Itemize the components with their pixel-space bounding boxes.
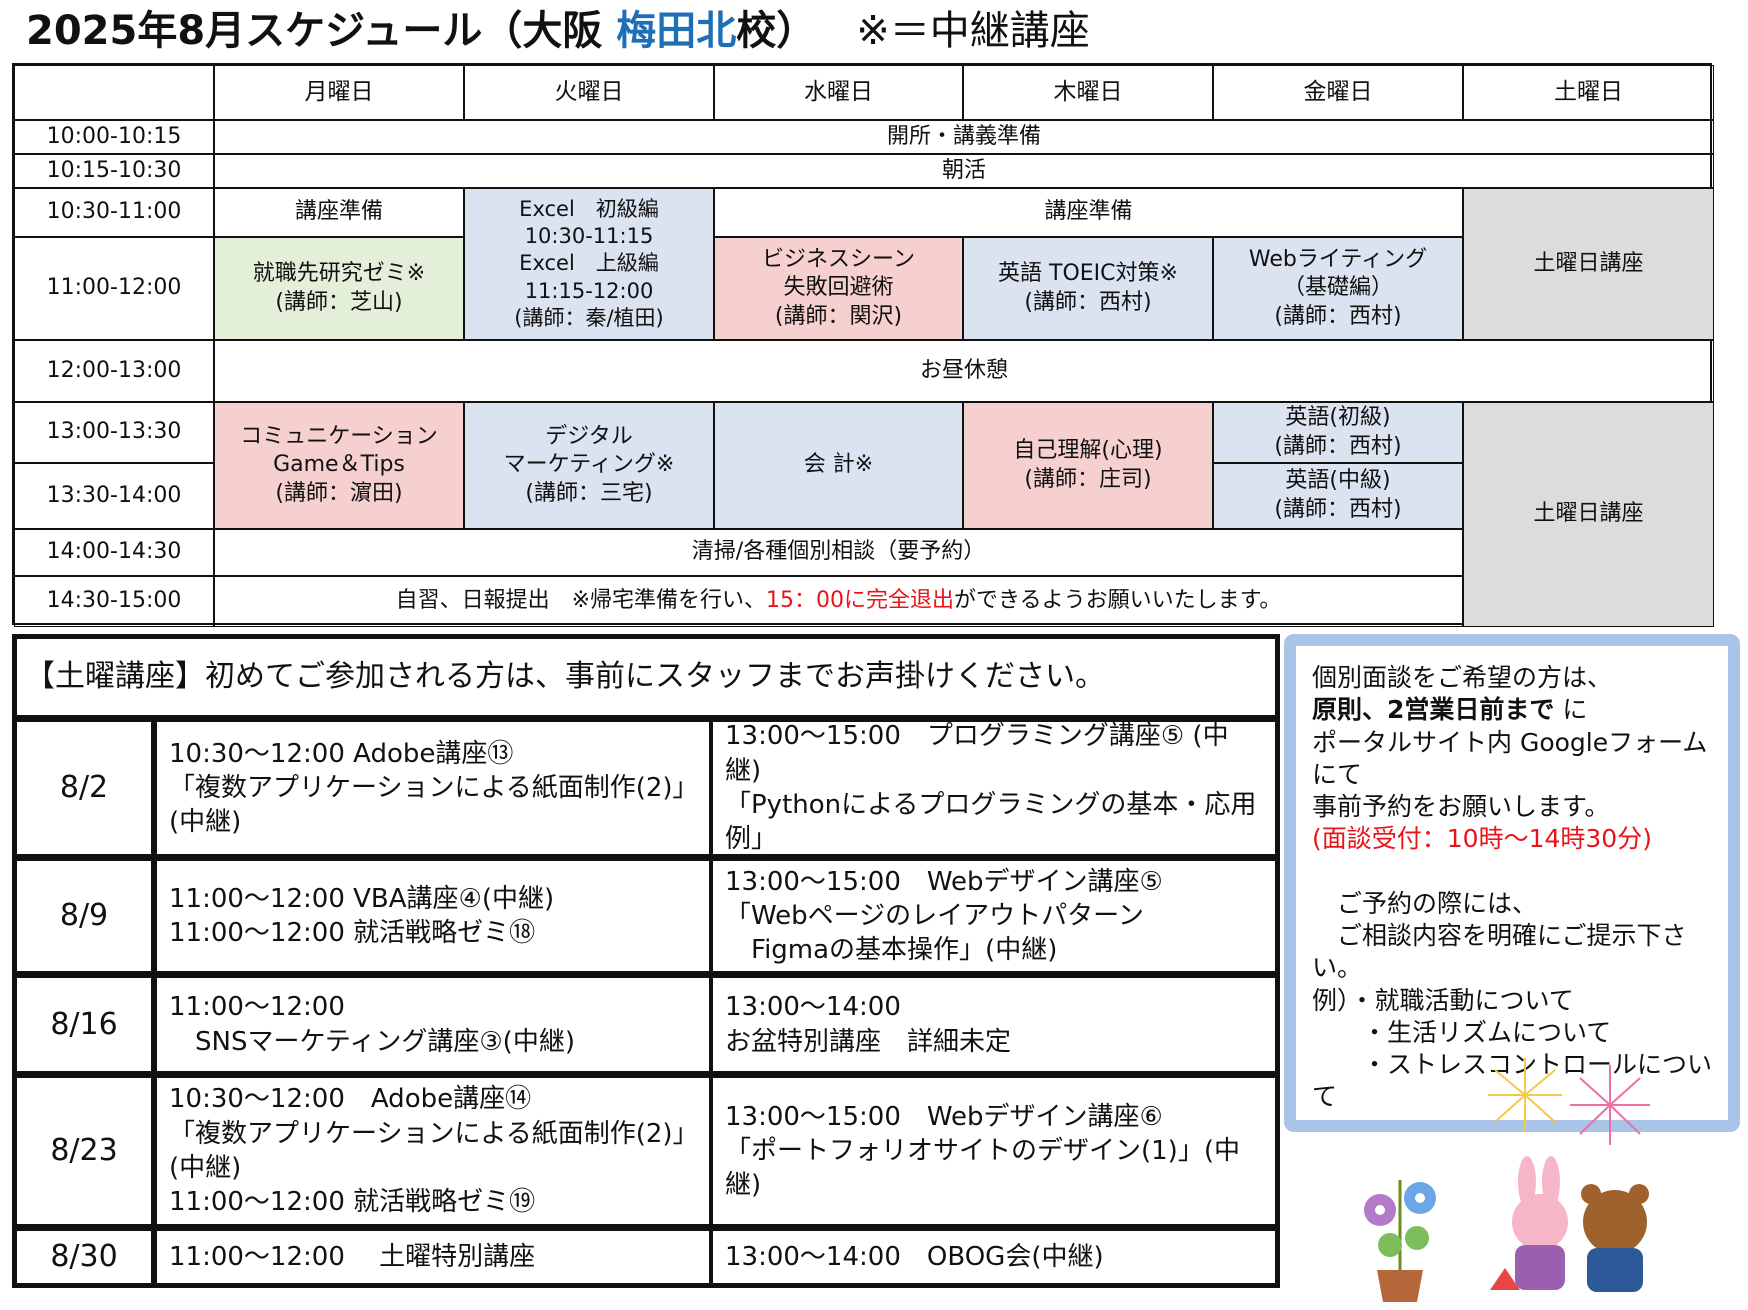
time-slot: 10:30-11:00 — [14, 188, 214, 237]
day-header: 火曜日 — [464, 65, 714, 120]
saturday-intro: 【土曜講座】初めてご参加される方は、事前にスタッフまでお声掛けください。 — [15, 637, 1277, 720]
saturday-am-lecture: 10:30～12:00 Adobe講座⑭ 「複数アプリケーションによる紙面制作(… — [155, 1076, 711, 1229]
closing-red-text: 15：00に完全退出 — [766, 588, 955, 614]
fri-course-cell: Webライティング （基礎編） (講師：西村) — [1213, 237, 1463, 340]
saturday-date: 8/30 — [15, 1229, 155, 1285]
day-header: 水曜日 — [714, 65, 963, 120]
rabbit-bear-illustration — [1490, 1156, 1649, 1292]
wed-fri-prep-cell: 講座準備 — [714, 188, 1463, 237]
closing-text: 自習、日報提出 ※帰宅準備を行い、 — [395, 588, 767, 614]
fireworks-illustration — [1488, 1058, 1650, 1145]
page-title: 2025年8月スケジュール（大阪 梅田北校） ※＝中継講座 — [26, 6, 1090, 56]
saturday-date: 8/2 — [15, 720, 155, 859]
day-header: 木曜日 — [963, 65, 1213, 120]
saturday-am-lecture: 11:00～12:00 VBA講座④(中継) 11:00～12:00 就活戦略ゼ… — [155, 859, 711, 976]
fri-pm-course-cell-1: 英語(初級) (講師：西村) — [1213, 402, 1463, 463]
mon-prep-cell: 講座準備 — [214, 188, 464, 237]
info-line-1: 個別面談をご希望の方は、 — [1312, 663, 1613, 692]
thu-pm-course-cell: 自己理解(心理) (講師：庄司) — [963, 402, 1213, 529]
closing-text-end: ができるようお願いいたします。 — [954, 588, 1282, 614]
mon-pm-course-cell: コミュニケーション Game＆Tips (講師：濵田) — [214, 402, 464, 529]
time-slot: 13:00-13:30 — [14, 402, 214, 463]
day-header: 土曜日 — [1463, 65, 1714, 120]
tue-pm-course-cell: デジタル マーケティング※ (講師：三宅) — [464, 402, 714, 529]
saturday-pm-lecture: 13:00～14:00 OBOG会(中継) — [711, 1229, 1277, 1285]
mon-course-cell: 就職先研究ゼミ※ (講師：芝山) — [214, 237, 464, 340]
day-header: 金曜日 — [1213, 65, 1463, 120]
saturday-pm-lecture: 13:00～15:00 プログラミング講座⑤ (中継) 「Pythonによるプロ… — [711, 720, 1277, 859]
time-slot: 14:00-14:30 — [14, 529, 214, 576]
cleaning-cell: 清掃/各種個別相談（要予約） — [214, 529, 1463, 576]
saturday-am-lecture: 11:00～12:00 SNSマーケティング講座③(中継) — [155, 976, 711, 1076]
info-deadline: 原則、2営業日前まで — [1312, 695, 1555, 725]
wed-course-cell: ビジネスシーン 失敗回避術 (講師：関沢) — [714, 237, 963, 340]
morning-glory-plant-illustration — [1364, 1180, 1436, 1302]
saturday-am-lecture: 10:30～12:00 Adobe講座⑬ 「複数アプリケーションによる紙面制作(… — [155, 720, 711, 859]
time-slot: 12:00-13:00 — [14, 340, 214, 402]
title-note: ※＝中継講座 — [856, 8, 1090, 54]
excel-course-cell: Excel 初級編 10:30-11:15 Excel 上級編 11:15-12… — [464, 188, 714, 340]
saturday-pm-lecture: 13:00～14:00 お盆特別講座 詳細未定 — [711, 976, 1277, 1076]
info-line-3: ご予約の際には、 ご相談内容を明確にご提示下さい。 例）・就職活動について ・生… — [1312, 888, 1713, 1112]
saturday-pm-cell: 土曜日講座 — [1463, 402, 1714, 627]
saturday-date: 8/9 — [15, 859, 155, 976]
corner-cell — [14, 65, 214, 120]
saturday-date: 8/23 — [15, 1076, 155, 1229]
time-slot: 13:30-14:00 — [14, 463, 214, 529]
time-slot: 10:15-10:30 — [14, 154, 214, 188]
consultation-info-box: 個別面談をご希望の方は、 原則、2営業日前まで に ポータルサイト内 Googl… — [1284, 634, 1740, 1132]
day-header: 月曜日 — [214, 65, 464, 120]
info-line-2: に ポータルサイト内 Googleフォーム にて 事前予約をお願いします。 — [1312, 695, 1708, 821]
info-hours: (面談受付：10時～14時30分) — [1312, 824, 1652, 854]
time-slot: 11:00-12:00 — [14, 237, 214, 340]
closing-cell: 自習、日報提出 ※帰宅準備を行い、15：00に完全退出ができるようお願いいたしま… — [214, 576, 1463, 627]
time-slot: 14:30-15:00 — [14, 576, 214, 627]
title-main: 2025年8月スケジュール（大阪 — [26, 8, 617, 54]
saturday-am-cell: 土曜日講座 — [1463, 188, 1714, 340]
wed-pm-course-cell: 会 計※ — [714, 402, 963, 529]
title-location: 梅田北 — [616, 8, 737, 54]
time-slot: 10:00-10:15 — [14, 120, 214, 154]
fri-pm-course-cell-2: 英語(中級) (講師：西村) — [1213, 463, 1463, 529]
saturday-lectures-table: 【土曜講座】初めてご参加される方は、事前にスタッフまでお声掛けください。 8/2… — [12, 634, 1280, 1288]
thu-course-cell: 英語 TOEIC対策※ (講師：西村) — [963, 237, 1213, 340]
opening-cell: 開所・講義準備 — [214, 120, 1714, 154]
weekly-schedule-table: 月曜日 火曜日 水曜日 木曜日 金曜日 土曜日 10:00-10:15 10:1… — [12, 63, 1714, 627]
info-text: 個別面談をご希望の方は、 原則、2営業日前まで に ポータルサイト内 Googl… — [1312, 662, 1718, 1114]
lunch-cell: お昼休憩 — [214, 340, 1714, 402]
saturday-date: 8/16 — [15, 976, 155, 1076]
saturday-pm-lecture: 13:00～15:00 Webデザイン講座⑤ 「Webページのレイアウトパターン… — [711, 859, 1277, 976]
title-suffix: 校） — [736, 8, 817, 54]
saturday-am-lecture: 11:00～12:00 土曜特別講座 — [155, 1229, 711, 1285]
saturday-pm-lecture: 13:00～15:00 Webデザイン講座⑥ 「ポートフォリオサイトのデザイン(… — [711, 1076, 1277, 1229]
morning-activity-cell: 朝活 — [214, 154, 1714, 188]
